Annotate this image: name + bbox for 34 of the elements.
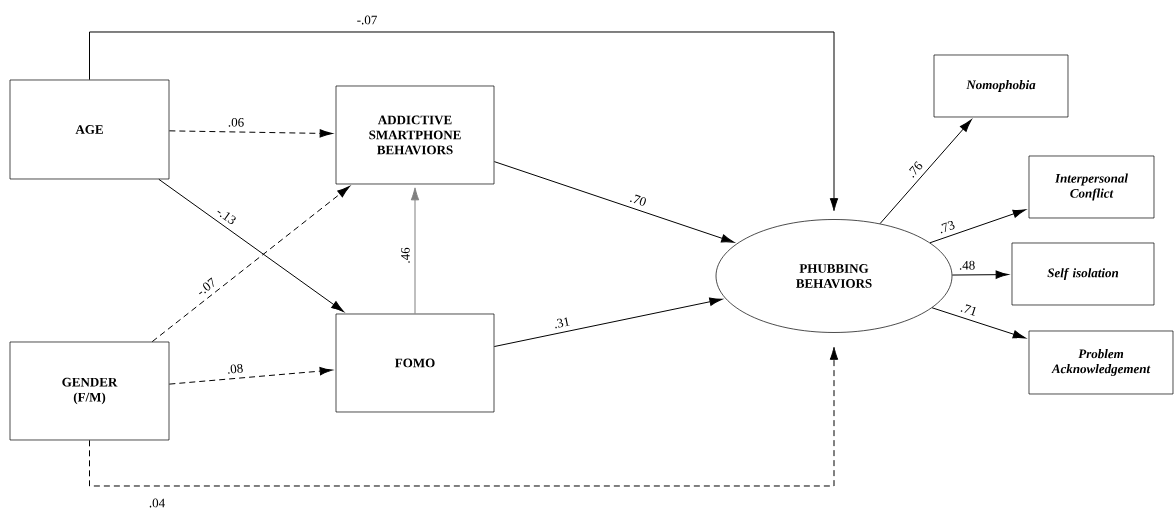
edge-label: .71: [960, 304, 976, 316]
path-arrow: [879, 119, 972, 225]
indicator-box: Interpersonal Conflict: [1028, 155, 1155, 219]
edge-label: -.07: [199, 277, 214, 295]
indicator-box: Self isolation: [1011, 242, 1155, 306]
edge-label: .73: [940, 221, 955, 234]
path-arrow: [151, 186, 350, 343]
edge-label: .48: [959, 260, 975, 270]
path-arrow: [493, 161, 735, 243]
path-arrow: [89, 31, 839, 212]
edge-label: .70: [630, 194, 646, 206]
variable-box: GENDER (F/M): [9, 341, 170, 441]
edge-label: .76: [909, 161, 923, 178]
path-arrow: [951, 270, 1009, 279]
edge-label: .04: [149, 498, 165, 508]
variable-box: ADDICTIVE SMARTPHONE BEHAVIORS: [335, 85, 495, 185]
path-arrow: [929, 209, 1026, 244]
indicator-box: Nomophobia: [933, 54, 1069, 118]
path-arrow: [410, 187, 420, 315]
edge-label: .46: [401, 247, 410, 263]
edge-label: -.07: [357, 15, 377, 25]
path-arrow: [168, 366, 333, 385]
path-arrow: [158, 178, 344, 313]
indicator-box: Problem Acknowledgement: [1028, 330, 1174, 395]
path-arrow: [168, 129, 333, 138]
variable-box: FOMO: [335, 313, 495, 413]
edge-label: .08: [228, 364, 243, 374]
edge-label: -.13: [217, 210, 236, 225]
path-arrow: [89, 346, 839, 487]
variable-box: AGE: [9, 79, 170, 180]
edge-label: .31: [555, 317, 570, 329]
path-arrow: [931, 307, 1026, 339]
edge-label: .06: [228, 117, 244, 127]
path-arrow: [493, 297, 723, 347]
